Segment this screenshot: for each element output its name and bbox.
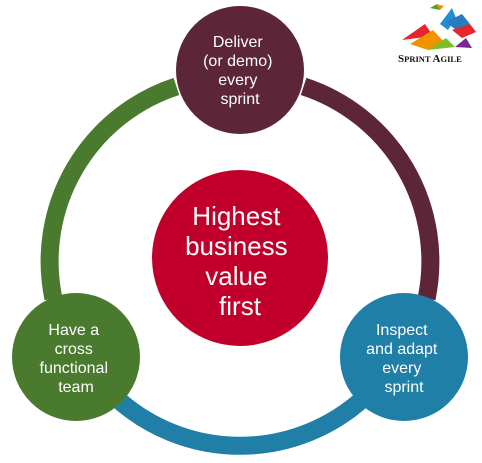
node-line: Deliver bbox=[213, 34, 263, 51]
node-line: functional bbox=[40, 360, 109, 377]
node-line: cross bbox=[55, 341, 93, 358]
cycle-ring bbox=[40, 77, 440, 455]
arc-team-to-deliver bbox=[40, 77, 180, 301]
node-circle-team bbox=[12, 293, 140, 421]
node-line: Have a bbox=[48, 322, 99, 339]
logo-letter: S bbox=[398, 53, 404, 65]
node-line: (or demo) bbox=[203, 53, 272, 70]
node-circle-inspect bbox=[340, 293, 468, 421]
logo-word-rest: PRINT bbox=[404, 54, 431, 64]
arc-deliver-to-inspect bbox=[300, 77, 440, 301]
node-line: every bbox=[382, 360, 421, 377]
node-line: every bbox=[218, 72, 257, 89]
center-line: Highest bbox=[192, 201, 281, 231]
logo-letter: A bbox=[433, 53, 441, 65]
svg-text:Have a cross funct: Have a cross functional team bbox=[40, 322, 113, 396]
center-node: Highest business value first bbox=[152, 170, 328, 346]
center-circle bbox=[152, 170, 328, 346]
node-team: Have a cross functional team bbox=[12, 293, 140, 421]
center-line: value bbox=[205, 261, 267, 291]
center-line: business bbox=[185, 231, 288, 261]
node-line: and adapt bbox=[366, 341, 438, 358]
svg-text:Highest business v: Highest business value first bbox=[185, 201, 295, 321]
arc-inspect-to-team bbox=[110, 391, 370, 455]
svg-text:Deliver (or demo): Deliver (or demo) every sprint bbox=[203, 34, 277, 108]
logo-word-rest: GILE bbox=[441, 54, 463, 64]
sprint-agile-logo: SPRINT AGILE bbox=[398, 4, 476, 65]
node-line: sprint bbox=[220, 91, 260, 108]
node-inspect: Inspect and adapt every sprint bbox=[340, 293, 468, 421]
center-line: first bbox=[219, 291, 262, 321]
svg-text:SPRINT AGILE: SPRINT AGILE bbox=[398, 53, 462, 65]
logo-figure-icon bbox=[402, 4, 476, 50]
node-line: team bbox=[58, 379, 94, 396]
node-circle-deliver bbox=[176, 6, 304, 134]
node-line: Inspect bbox=[376, 322, 428, 339]
node-deliver: Deliver (or demo) every sprint bbox=[176, 6, 304, 134]
svg-text:Inspect and adapt: Inspect and adapt every sprint bbox=[366, 322, 442, 396]
node-line: sprint bbox=[384, 379, 424, 396]
